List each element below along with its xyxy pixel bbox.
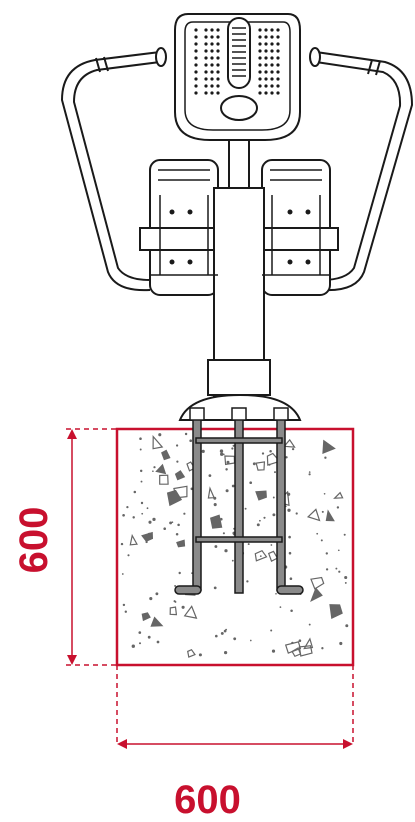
- right-handle: [309, 47, 414, 292]
- console-head: [174, 13, 301, 141]
- left-handle: [60, 47, 167, 292]
- dimension-lines: [66, 428, 354, 749]
- body-details: [150, 169, 330, 276]
- height-dimension-label: 600: [12, 506, 56, 574]
- central-post: [139, 139, 339, 421]
- speaker-grille: [194, 28, 280, 95]
- concrete-aggregate: [120, 432, 349, 658]
- body-fasteners: [169, 209, 311, 265]
- anchor-bolts: [174, 407, 304, 595]
- width-dimension-label: 600: [174, 778, 241, 822]
